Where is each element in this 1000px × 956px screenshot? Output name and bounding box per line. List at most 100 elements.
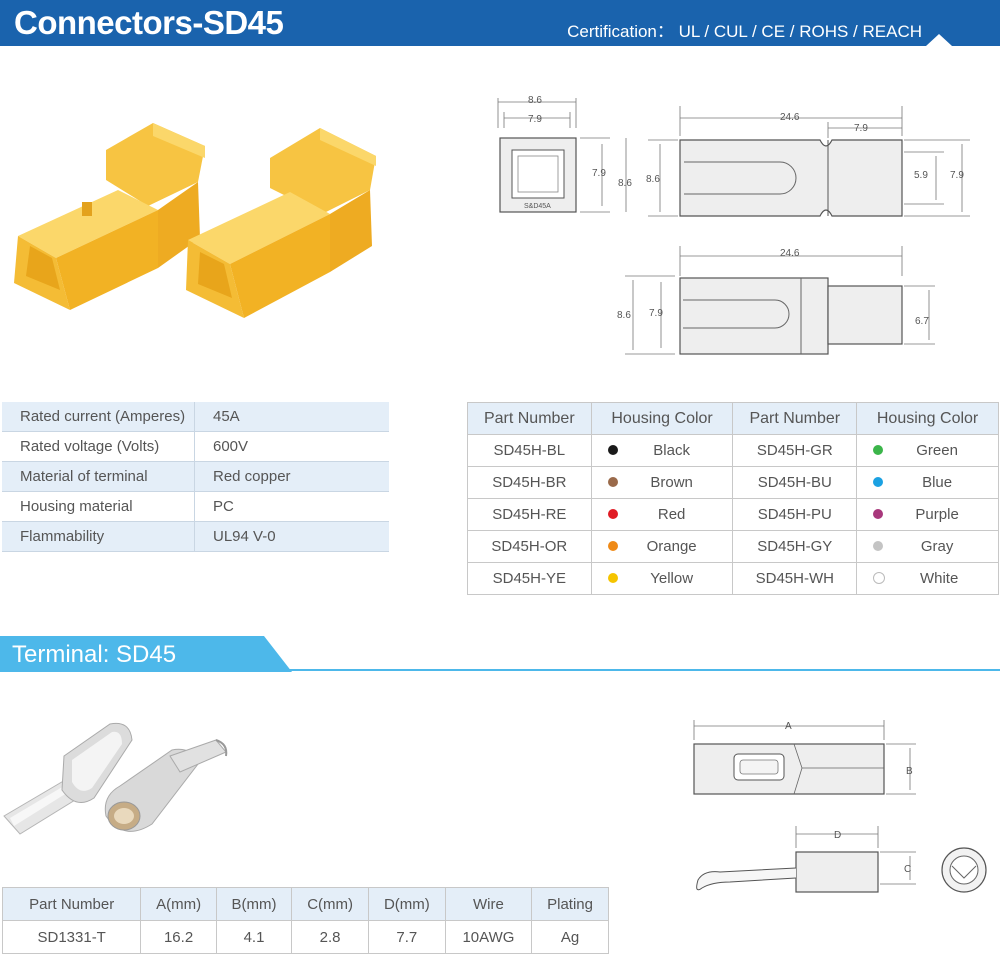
connector-right	[186, 128, 376, 318]
housing-color: Purple	[856, 498, 999, 531]
dim-term-d: D	[834, 830, 841, 841]
housing-color: Blue	[856, 466, 999, 499]
table-cell: Ag	[531, 920, 609, 954]
dim-front-inner-width: 7.9	[528, 114, 542, 125]
column-header: Part Number	[1, 887, 142, 921]
terminal-section-title: Terminal: SD45	[12, 641, 177, 668]
color-name: Purple	[915, 506, 959, 523]
dim-term-c: C	[904, 864, 911, 875]
certification-text: Certification： UL / CUL / CE / ROHS / RE…	[567, 22, 922, 41]
color-name: Black	[653, 442, 690, 459]
dim-front-outer-width: 8.6	[528, 95, 542, 106]
connector-left	[14, 123, 205, 310]
color-name: Green	[916, 442, 958, 459]
terminal-top-drawing: A B	[693, 720, 916, 795]
terminal-left	[3, 722, 133, 835]
spec-value: PC	[194, 491, 389, 522]
column-header: Wire	[444, 887, 533, 921]
dim-front-inner-height: 7.9	[592, 168, 606, 179]
specification-table: Rated current (Amperes)45A Rated voltage…	[2, 402, 389, 552]
housing-color: Yellow	[590, 562, 734, 595]
dim-term-a: A	[785, 721, 792, 732]
bottom-view-drawing: 24.6 8.6 7.9 6.7	[617, 246, 935, 355]
table-row: SD45H-OR Orange SD45H-GY Gray	[467, 530, 999, 563]
table-header-row: Part Number Housing Color Part Number Ho…	[467, 402, 999, 435]
column-header: D(mm)	[367, 887, 446, 921]
column-header: Plating	[531, 887, 609, 921]
housing-color: Orange	[590, 530, 734, 563]
part-number: SD45H-RE	[467, 498, 592, 531]
table-cell: 4.1	[215, 920, 293, 954]
table-row: Rated voltage (Volts)600V	[2, 431, 389, 462]
spec-value: 45A	[194, 402, 389, 432]
table-header-row: Part Number A(mm) B(mm) C(mm) D(mm) Wire…	[1, 887, 609, 921]
part-number: SD45H-BU	[732, 466, 858, 499]
part-number: SD45H-BR	[467, 466, 592, 499]
header-notch	[926, 34, 952, 46]
table-cell: SD1331-T	[1, 920, 142, 954]
column-header: B(mm)	[215, 887, 293, 921]
color-swatch-icon	[873, 509, 884, 520]
terminal-right	[104, 739, 228, 832]
table-cell: 7.7	[367, 920, 446, 954]
spec-key: Material of terminal	[2, 461, 195, 492]
connector-photo	[14, 123, 376, 318]
terminal-side-drawing: D C	[696, 826, 987, 893]
part-number: SD45H-GY	[732, 530, 858, 563]
color-swatch-icon	[873, 445, 884, 456]
column-header: Part Number	[732, 402, 858, 435]
column-header: A(mm)	[140, 887, 217, 921]
color-name: Gray	[920, 538, 954, 555]
dim-side-length: 24.6	[780, 112, 800, 123]
spec-key: Flammability	[2, 521, 195, 552]
dim-side-right-height: 7.9	[950, 170, 964, 181]
table-cell: 2.8	[291, 920, 369, 954]
column-header: C(mm)	[291, 887, 369, 921]
dim-bottom-tab-height: 6.7	[915, 316, 929, 327]
color-swatch-icon	[607, 509, 618, 520]
housing-color: Gray	[856, 530, 999, 563]
column-header: Part Number	[467, 402, 592, 435]
part-number: SD45H-OR	[467, 530, 592, 563]
column-header: Housing Color	[856, 402, 999, 435]
dim-side-height: 8.6	[646, 174, 660, 185]
color-swatch-icon	[607, 541, 618, 552]
table-cell: 10AWG	[444, 920, 533, 954]
spec-value: Red copper	[194, 461, 389, 492]
part-number: SD45H-BL	[467, 434, 592, 467]
dim-bottom-length: 24.6	[780, 248, 800, 259]
housing-color: White	[856, 562, 999, 595]
header-bar	[0, 0, 1000, 46]
color-swatch-icon	[873, 541, 884, 552]
front-view-drawing: 8.6 7.9 S&D45A 7.9 8.6	[497, 95, 632, 213]
housing-color: Green	[856, 434, 999, 467]
part-number: SD45H-PU	[732, 498, 858, 531]
spec-value: UL94 V-0	[194, 521, 389, 552]
part-number: SD45H-WH	[732, 562, 858, 595]
terminal-divider	[0, 669, 1000, 671]
table-row: SD1331-T 16.2 4.1 2.8 7.7 10AWG Ag	[1, 920, 609, 954]
color-swatch-icon	[873, 572, 886, 585]
color-swatch-icon	[873, 477, 884, 488]
color-name: Brown	[650, 474, 693, 491]
color-name: Yellow	[650, 570, 694, 587]
table-row: Rated current (Amperes)45A	[2, 402, 389, 432]
spec-key: Rated voltage (Volts)	[2, 431, 195, 462]
dim-term-b: B	[906, 766, 913, 777]
front-marking: S&D45A	[524, 203, 551, 210]
color-swatch-icon	[607, 445, 618, 456]
terminal-photo	[3, 722, 228, 835]
color-swatch-icon	[607, 477, 618, 488]
color-name: White	[919, 570, 959, 587]
color-name: Orange	[646, 538, 697, 555]
dim-bottom-outer-height: 8.6	[617, 310, 631, 321]
spec-key: Housing material	[2, 491, 195, 522]
side-view-drawing: 24.6 7.9 8.6 5.9 7.9	[646, 106, 970, 217]
color-swatch-icon	[607, 573, 618, 584]
housing-color: Red	[590, 498, 734, 531]
